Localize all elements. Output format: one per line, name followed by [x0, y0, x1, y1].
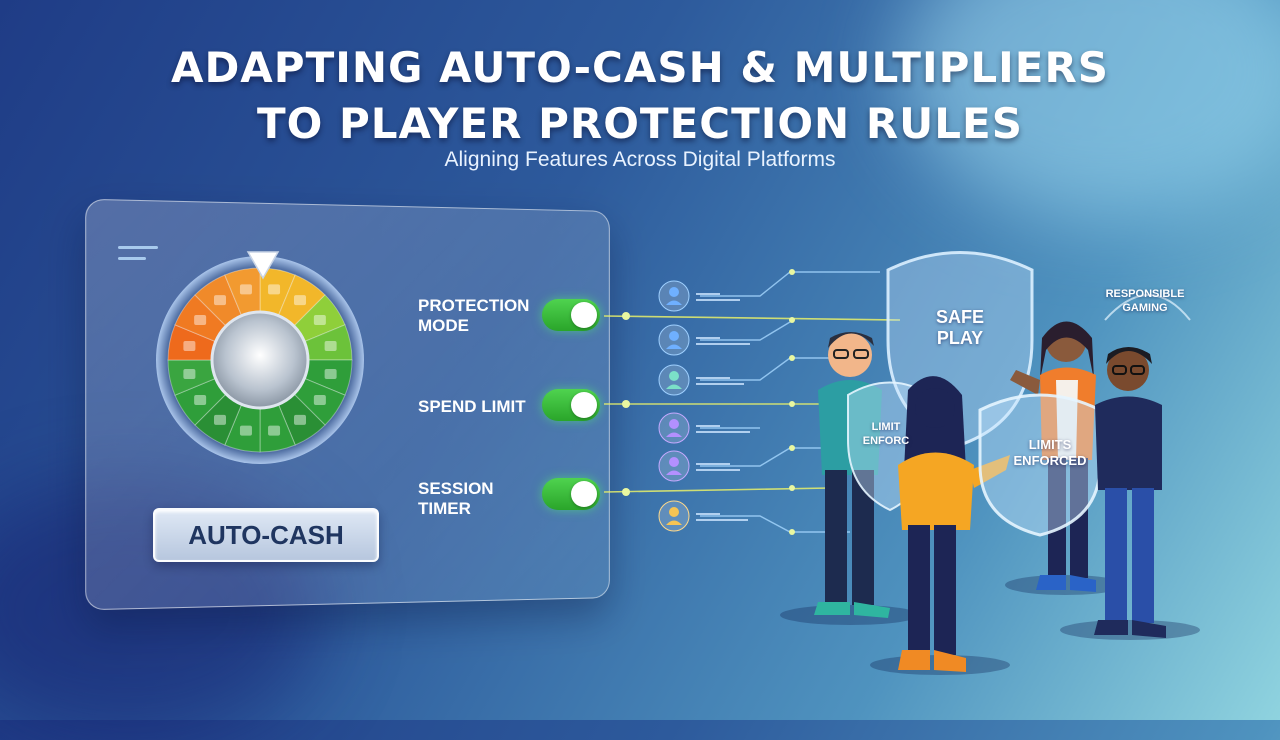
label-line: SAFE — [935, 307, 984, 327]
multiplier-wheel[interactable] — [155, 255, 365, 465]
protection-mode-label: PROTECTION MODE — [418, 296, 529, 336]
user-nodes — [658, 280, 690, 532]
people-illustration — [780, 251, 1200, 675]
person-man-navy — [1094, 347, 1166, 638]
label-line: TIMER — [418, 499, 471, 518]
menu-icon — [118, 246, 158, 249]
limits-enforced-small-label: LIMIT ENFORC — [856, 420, 916, 448]
page-subtitle: Aligning Features Across Digital Platfor… — [444, 148, 836, 171]
limits-enforced-label: LIMITS ENFORCED — [1000, 437, 1100, 469]
person-woman-yellow — [898, 376, 1010, 672]
segment-chip-icon — [294, 414, 307, 425]
segment-chip-icon — [194, 395, 207, 406]
segment-chip-icon — [194, 314, 207, 325]
user-icon — [658, 500, 690, 532]
label-line: ENFORCED — [1013, 453, 1087, 468]
label-line: ENFORC — [862, 435, 910, 447]
label-line: MODE — [418, 316, 469, 335]
shield-icon — [978, 393, 1102, 537]
spend-limit-label: SPEND LIMIT — [418, 397, 526, 417]
wheel-hub — [210, 310, 310, 410]
segment-chip-icon — [268, 284, 281, 295]
session-timer-label: SESSION TIMER — [418, 479, 494, 519]
label-line: LIMIT — [871, 421, 901, 433]
user-icon — [658, 450, 690, 482]
session-timer-toggle[interactable] — [542, 478, 600, 510]
label-line: PLAY — [936, 328, 984, 348]
page-title: ADAPTING AUTO-CASH & MULTIPLIERS TO PLAY… — [0, 40, 1280, 152]
menu-icon — [118, 257, 146, 260]
segment-chip-icon — [324, 369, 337, 380]
segment-chip-icon — [294, 295, 307, 306]
label-line: RESPONSIBLE — [1105, 288, 1185, 300]
pointer-icon — [246, 251, 280, 280]
segment-chip-icon — [213, 295, 226, 306]
segment-chip-icon — [324, 340, 337, 351]
segment-chip-icon — [183, 340, 196, 351]
protection-mode-toggle[interactable] — [542, 299, 600, 331]
toggle-knob — [571, 392, 597, 418]
segment-chip-icon — [183, 369, 196, 380]
segment-chip-icon — [239, 284, 252, 295]
user-icon — [658, 280, 690, 312]
label-line: LIMITS — [1028, 437, 1072, 452]
toggle-knob — [571, 481, 597, 507]
person-man-teal — [814, 332, 890, 618]
toggle-knob — [571, 302, 597, 328]
title-line-2: TO PLAYER PROTECTION RULES — [257, 99, 1023, 148]
safe-play-label: SAFE PLAY — [920, 307, 1000, 349]
label-line: SPEND LIMIT — [418, 397, 526, 416]
connection-network — [603, 269, 901, 535]
segment-chip-icon — [268, 425, 281, 436]
segment-chip-icon — [313, 314, 326, 325]
auto-cash-button[interactable]: AUTO-CASH — [153, 508, 379, 562]
segment-chip-icon — [239, 425, 252, 436]
segment-chip-icon — [313, 395, 326, 406]
responsible-gaming-label: RESPONSIBLE GAMING — [1090, 287, 1200, 315]
label-line: SESSION — [418, 479, 494, 498]
label-line: GAMING — [1122, 302, 1168, 314]
spend-limit-toggle[interactable] — [542, 389, 600, 421]
user-icon — [658, 324, 690, 356]
title-line-1: ADAPTING AUTO-CASH & MULTIPLIERS — [170, 43, 1110, 92]
user-icon — [658, 412, 690, 444]
user-icon — [658, 364, 690, 396]
label-line: PROTECTION — [418, 296, 530, 315]
segment-chip-icon — [213, 414, 226, 425]
